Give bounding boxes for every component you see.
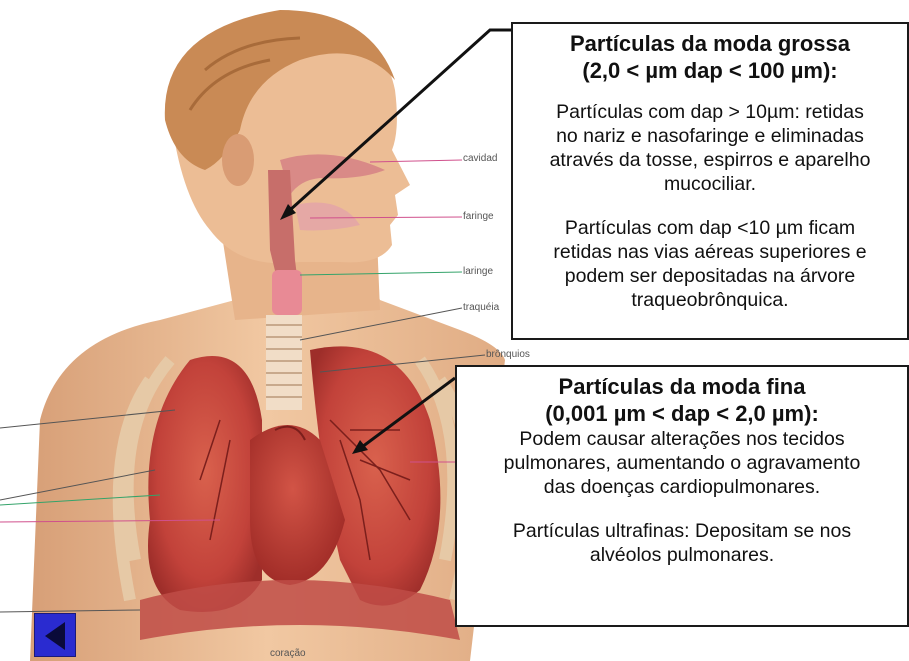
coarse-para2-line2: retidas nas vias aéreas superiores e (523, 240, 897, 264)
coarse-para1-line1: Partículas com dap > 10µm: retidas (523, 100, 897, 124)
label-coracao: coração (270, 648, 306, 659)
fine-title: Partículas da moda fina (467, 373, 897, 400)
back-arrow-icon (35, 614, 77, 658)
fine-para1-line2: pulmonares, aumentando o agravamento (467, 451, 897, 475)
coarse-range: (2,0 < µm dap < 100 µm): (523, 57, 897, 84)
label-traqueia: traquéia (463, 302, 499, 313)
fine-particles-box: Partículas da moda fina (0,001 µm < dap … (455, 365, 909, 627)
label-bronquios: brônquios (486, 349, 530, 360)
ear (222, 134, 254, 186)
fine-range: (0,001 µm < dap < 2,0 µm): (467, 400, 897, 427)
label-faringe: faringe (463, 211, 494, 222)
fine-para2-line2: alvéolos pulmonares. (467, 543, 897, 567)
larynx (272, 270, 302, 315)
coarse-para2-line1: Partículas com dap <10 µm ficam (523, 216, 897, 240)
coarse-title: Partículas da moda grossa (523, 30, 897, 57)
back-button[interactable] (34, 613, 76, 657)
fine-para1-line3: das doenças cardiopulmonares. (467, 475, 897, 499)
coarse-para2-line3: podem ser depositadas na árvore (523, 264, 897, 288)
fine-para1-line1: Podem causar alterações nos tecidos (467, 427, 897, 451)
fine-para2-line1: Partículas ultrafinas: Depositam se nos (467, 519, 897, 543)
coarse-particles-box: Partículas da moda grossa (2,0 < µm dap … (511, 22, 909, 340)
trachea (266, 315, 302, 410)
coarse-para1-line2: no nariz e nasofaringe e eliminadas (523, 124, 897, 148)
label-laringe: laringe (463, 266, 493, 277)
coarse-para1-line3: através da tosse, espirros e aparelho (523, 148, 897, 172)
label-cavidade: cavidad (463, 153, 497, 164)
coarse-para1-line4: mucociliar. (523, 172, 897, 196)
coarse-para2-line4: traqueobrônquica. (523, 288, 897, 312)
